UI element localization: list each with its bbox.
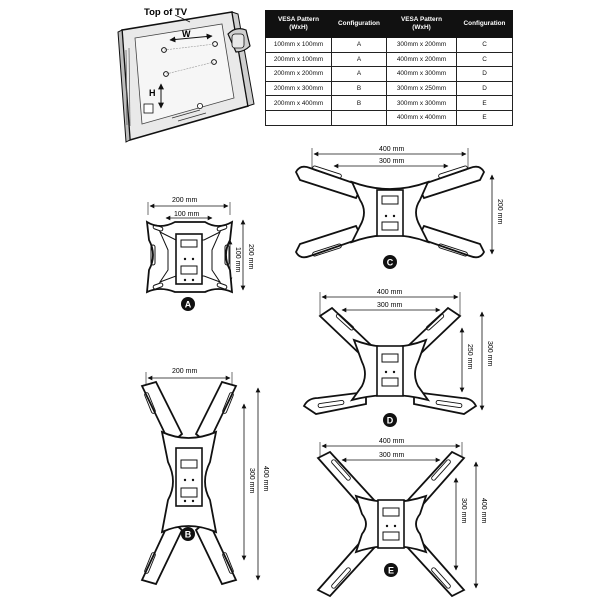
table-cell: 100mm x 100mm: [265, 37, 332, 53]
header-vesa-pattern-2: VESA Pattern(WxH): [386, 10, 457, 38]
tv-height-label: H: [149, 88, 156, 98]
config-d-badge: [383, 413, 397, 427]
config-c-width-inner: 300 mm: [379, 158, 404, 165]
config-d-height-inner: 250 mm: [466, 344, 473, 369]
config-b-height-outer: 400 mm: [262, 466, 269, 491]
table-cell: B: [331, 80, 387, 97]
config-a-height-outer: 200 mm: [247, 244, 254, 269]
config-c-diagram: 400 mm 300 mm 200 mm C: [294, 146, 503, 269]
table-cell: 200mm x 100mm: [265, 51, 332, 68]
table-cell: 400mm x 400mm: [386, 109, 457, 126]
table-cell: E: [456, 95, 513, 111]
config-a-width-inner: 100 mm: [174, 211, 199, 218]
table-cell: 300mm x 300mm: [386, 95, 457, 111]
vesa-pattern-table: VESA Pattern(WxH) Configuration VESA Pat…: [265, 10, 513, 126]
config-e-diagram: 400 mm 300 mm 300 mm 400 mm E: [316, 438, 487, 598]
config-e-width-inner: 300 mm: [379, 452, 404, 459]
config-a-diagram: 200 mm 100 mm 100 mm 200 mm A: [145, 197, 254, 311]
table-cell: 200mm x 200mm: [265, 66, 332, 82]
config-b-height-inner: 300 mm: [248, 468, 255, 493]
table-cell: [265, 109, 332, 126]
config-a-label: A: [185, 300, 192, 310]
config-c-width-outer: 400 mm: [379, 146, 404, 153]
table-cell: A: [331, 51, 387, 68]
config-a-badge: [181, 297, 195, 311]
config-b-width: 200 mm: [172, 368, 197, 375]
config-e-width-outer: 400 mm: [379, 438, 404, 445]
config-b-label: B: [185, 530, 192, 540]
config-a-height-inner: 100 mm: [234, 247, 241, 272]
table-cell: 300mm x 200mm: [386, 37, 457, 53]
config-e-height-outer: 400 mm: [480, 498, 487, 523]
config-c-badge: [383, 255, 397, 269]
config-b-diagram: 200 mm 300 mm 400 mm B: [140, 368, 269, 586]
table-cell: 400mm x 200mm: [386, 51, 457, 68]
config-c-label: C: [387, 258, 394, 268]
config-a-width-outer: 200 mm: [172, 197, 197, 204]
header-configuration-1: Configuration: [331, 10, 387, 38]
header-vesa-pattern-1: VESA Pattern(WxH): [265, 10, 332, 38]
table-cell: 200mm x 400mm: [265, 95, 332, 111]
config-d-width-inner: 300 mm: [377, 302, 402, 309]
config-d-width-outer: 400 mm: [377, 289, 402, 296]
table-cell: 400mm x 300mm: [386, 66, 457, 82]
table-header-row: VESA Pattern(WxH) Configuration VESA Pat…: [265, 10, 513, 38]
table-cell: A: [331, 66, 387, 82]
table-cell: 200mm x 300mm: [265, 80, 332, 97]
config-d-diagram: 400 mm 300 mm 250 mm 300 mm D: [302, 289, 493, 427]
tv-width-label: W: [182, 29, 191, 39]
config-e-height-inner: 300 mm: [460, 498, 467, 523]
config-e-label: E: [388, 566, 394, 576]
config-d-height-outer: 300 mm: [486, 341, 493, 366]
tv-top-label: Top of TV: [144, 7, 188, 18]
config-d-label: D: [387, 416, 394, 426]
table-cell: E: [456, 109, 513, 126]
config-e-badge: [384, 563, 398, 577]
table-cell: 300mm x 250mm: [386, 80, 457, 97]
header-configuration-2: Configuration: [456, 10, 513, 38]
table-cell: A: [331, 37, 387, 53]
table-cell: [331, 109, 387, 126]
table-cell: B: [331, 95, 387, 111]
tv-mounting-holes: [161, 41, 218, 77]
config-b-badge: [181, 527, 195, 541]
tv-back-diagram: Top of TV W H: [117, 7, 255, 143]
table-cell: D: [456, 80, 513, 97]
table-cell: D: [456, 66, 513, 82]
table-cell: C: [456, 51, 513, 68]
config-c-height: 200 mm: [496, 199, 503, 224]
table-cell: C: [456, 37, 513, 53]
